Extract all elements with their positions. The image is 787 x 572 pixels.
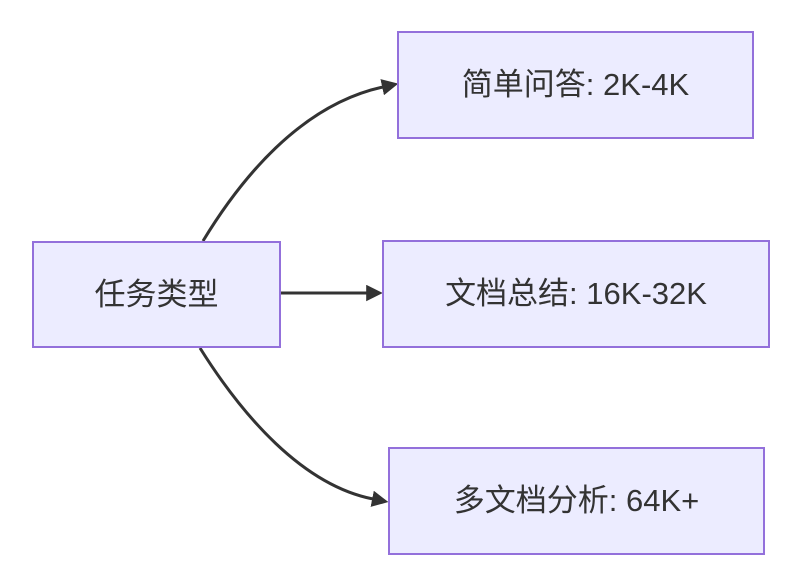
node-doc-summary: 文档总结: 16K-32K (382, 240, 770, 348)
arrow-root-to-simple-qa (201, 79, 399, 242)
node-task-type-label: 任务类型 (94, 276, 219, 312)
node-simple-qa-label: 简单问答: 2K-4K (461, 67, 690, 103)
node-simple-qa: 简单问答: 2K-4K (397, 31, 754, 139)
node-multi-doc-analysis: 多文档分析: 64K+ (388, 447, 765, 555)
arrow-root-to-multi-doc (198, 347, 389, 507)
node-doc-summary-label: 文档总结: 16K-32K (445, 276, 707, 312)
node-multi-doc-analysis-label: 多文档分析: 64K+ (453, 483, 700, 519)
node-task-type: 任务类型 (32, 241, 281, 348)
